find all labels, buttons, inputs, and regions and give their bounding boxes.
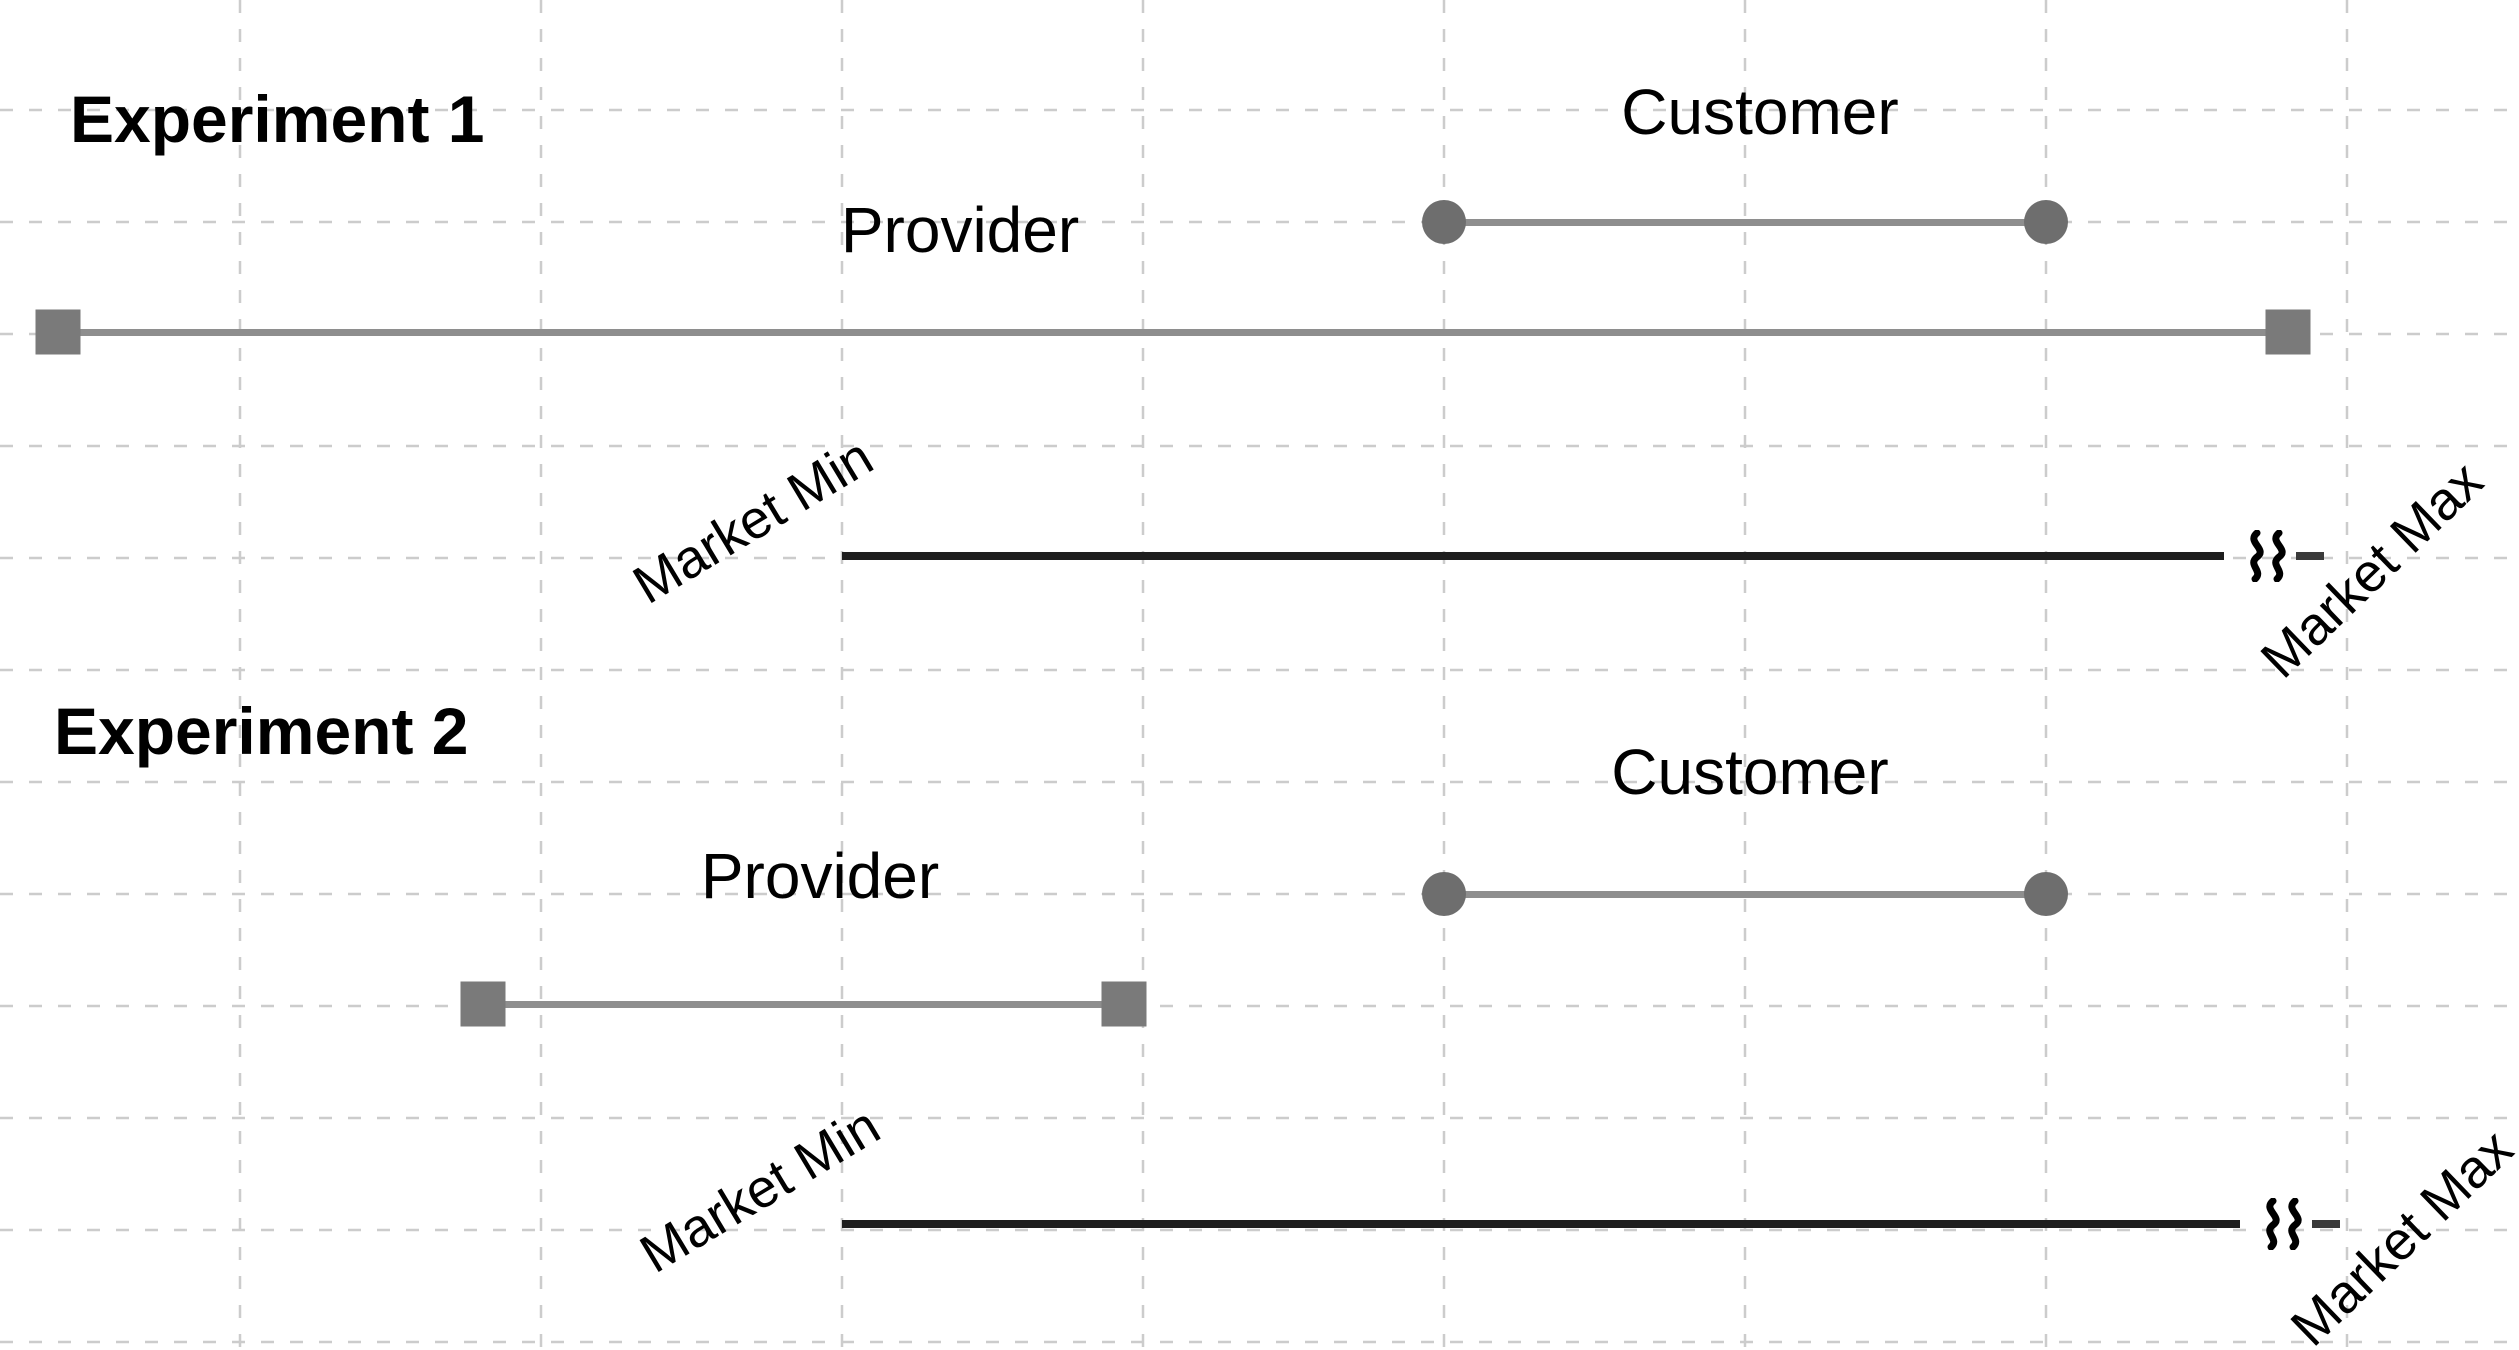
experiment-2-customer-range-line: [1444, 891, 2046, 898]
experiment-2-customer-max-circle-marker: [2024, 872, 2068, 916]
experiment-2-axis-break-icon: [2266, 1198, 2302, 1250]
experiment-1-provider-max-square-marker: [2265, 309, 2311, 355]
experiment-1-customer-label: Customer: [1621, 76, 1899, 148]
experiment-2-provider-range-line: [483, 1001, 1124, 1008]
experiment-1-customer-max-circle-marker: [2024, 200, 2068, 244]
experiment-2-title: Experiment 2: [54, 694, 469, 768]
experiment-1-provider-label: Provider: [840, 194, 1080, 266]
experiment-1-market-line: [842, 552, 2224, 560]
experiment-1-provider-min-square-marker: [35, 309, 81, 355]
experiment-2-provider-min-square-marker: [460, 981, 506, 1027]
experiment-2-customer-label: Customer: [1611, 736, 1889, 808]
experiment-2-provider-label: Provider: [700, 840, 940, 912]
experiment-2-market-line: [842, 1220, 2240, 1228]
experiment-1-customer-min-circle-marker: [1422, 200, 1466, 244]
experiment-2-market-line-stub: [2312, 1220, 2340, 1228]
experiment-1-market-line-stub: [2296, 552, 2324, 560]
experiment-1-provider-range-line: [58, 329, 2288, 336]
experiment-1-title: Experiment 1: [70, 82, 485, 156]
experiment-1-axis-break-icon: [2250, 530, 2286, 582]
experiment-2-provider-max-square-marker: [1101, 981, 1147, 1027]
experiment-2-customer-min-circle-marker: [1422, 872, 1466, 916]
experiment-1-customer-range-line: [1444, 219, 2046, 226]
